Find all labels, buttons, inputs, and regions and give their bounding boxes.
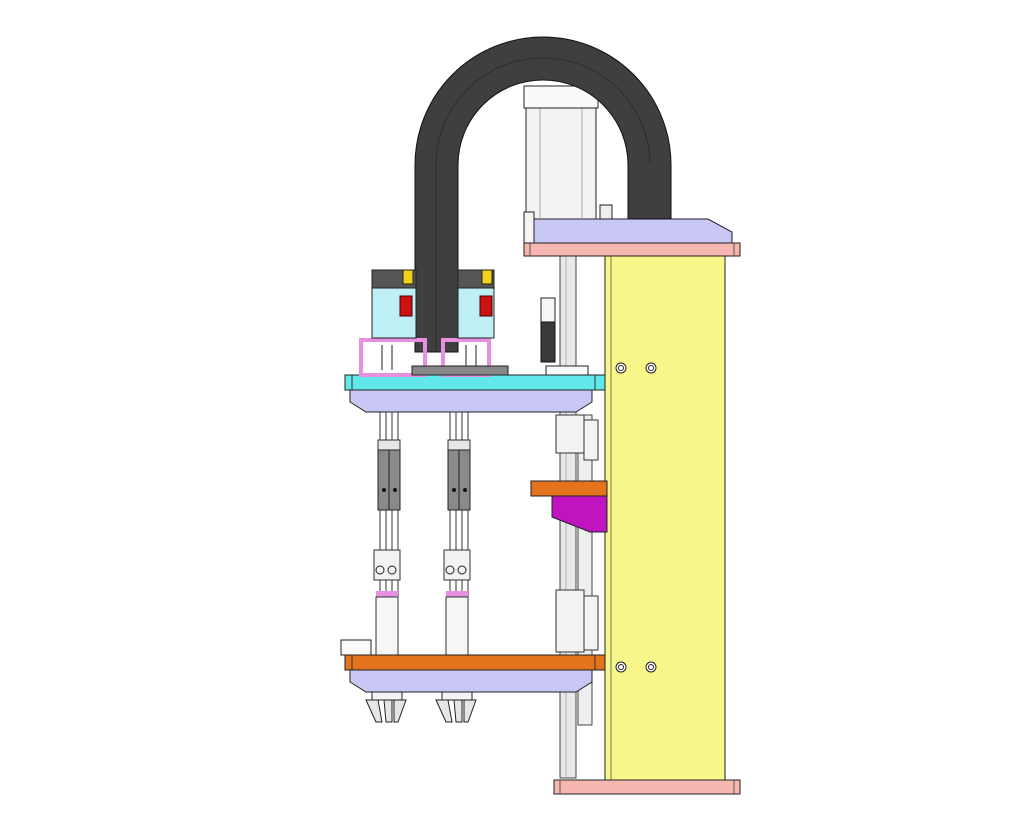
cable-chain	[414, 36, 672, 353]
actuator-mount-left	[523, 211, 535, 244]
cable-chain-inner-line	[435, 57, 651, 352]
gripper-tip-mount	[371, 691, 403, 701]
gripper-assembly-right	[443, 412, 471, 656]
gripper-clamp	[388, 449, 401, 511]
bolt-group-lower	[615, 661, 657, 673]
bolt-icon	[618, 365, 624, 371]
gripper-tube	[445, 596, 469, 656]
gripper-tips-right	[435, 691, 477, 723]
joint-icon	[445, 565, 455, 575]
clamp-hole-icon	[463, 488, 467, 492]
clamp-hole-icon	[393, 488, 397, 492]
bolt-icon	[648, 664, 654, 670]
mid-wedge	[551, 495, 608, 533]
gripper-joint	[373, 549, 401, 581]
valve-yellow	[481, 269, 493, 285]
gripper-tip-mount	[441, 691, 473, 701]
clamp-hole-icon	[382, 488, 386, 492]
gripper-clamp	[447, 449, 460, 511]
top-cap-plate	[523, 242, 741, 257]
gripper-finger	[435, 699, 453, 723]
actuator-fitting	[599, 204, 613, 220]
bottom-cap-plate	[553, 779, 741, 795]
joint-icon	[457, 565, 467, 575]
bolt-icon	[615, 362, 627, 374]
rod-sleeve-mid	[555, 589, 585, 653]
upper-lavender-block	[349, 389, 593, 413]
valve-red	[479, 295, 493, 317]
gripper-clamp	[377, 449, 390, 511]
valve-yellow	[402, 269, 414, 285]
joint-icon	[375, 565, 385, 575]
actuator-cylinder-body	[525, 107, 597, 220]
gripper-tube	[375, 596, 399, 656]
bolt-icon	[618, 664, 624, 670]
upper-carriage-plate	[344, 374, 606, 391]
gripper-joint	[443, 549, 471, 581]
lower-tab	[340, 639, 372, 656]
gripper-clamp	[458, 449, 471, 511]
gripper-spring	[377, 439, 401, 451]
top-lavender-block	[531, 218, 733, 244]
gripper-tips-left	[365, 691, 407, 723]
bolt-icon	[645, 362, 657, 374]
motor-unit-left	[359, 269, 427, 377]
lower-lavender-block	[349, 669, 593, 693]
rod-collar	[583, 595, 599, 651]
bolt-group-upper	[615, 362, 657, 374]
gripper-spring	[447, 439, 471, 451]
joint-icon	[387, 565, 397, 575]
column-plate	[604, 255, 726, 781]
bolt-icon	[645, 661, 657, 673]
gripper-assembly-left	[373, 412, 401, 656]
cable-clamp	[411, 365, 509, 376]
motor-frame	[359, 338, 427, 377]
clamp-hole-icon	[452, 488, 456, 492]
gripper-finger	[393, 699, 407, 723]
gripper-finger	[463, 699, 477, 723]
rod-sensor-dark	[540, 321, 556, 363]
gripper-finger	[383, 699, 393, 723]
gripper-finger	[365, 699, 383, 723]
gripper-finger	[453, 699, 463, 723]
gripper-accent	[446, 591, 468, 597]
bolt-icon	[615, 661, 627, 673]
rod-sleeve-upper	[555, 414, 585, 454]
valve-red	[399, 295, 413, 317]
mid-bracket	[530, 480, 608, 497]
rod-collar	[583, 419, 599, 461]
rod-clamp	[545, 365, 589, 376]
bolt-icon	[648, 365, 654, 371]
gripper-accent	[376, 591, 398, 597]
lower-carriage-plate	[344, 654, 606, 671]
